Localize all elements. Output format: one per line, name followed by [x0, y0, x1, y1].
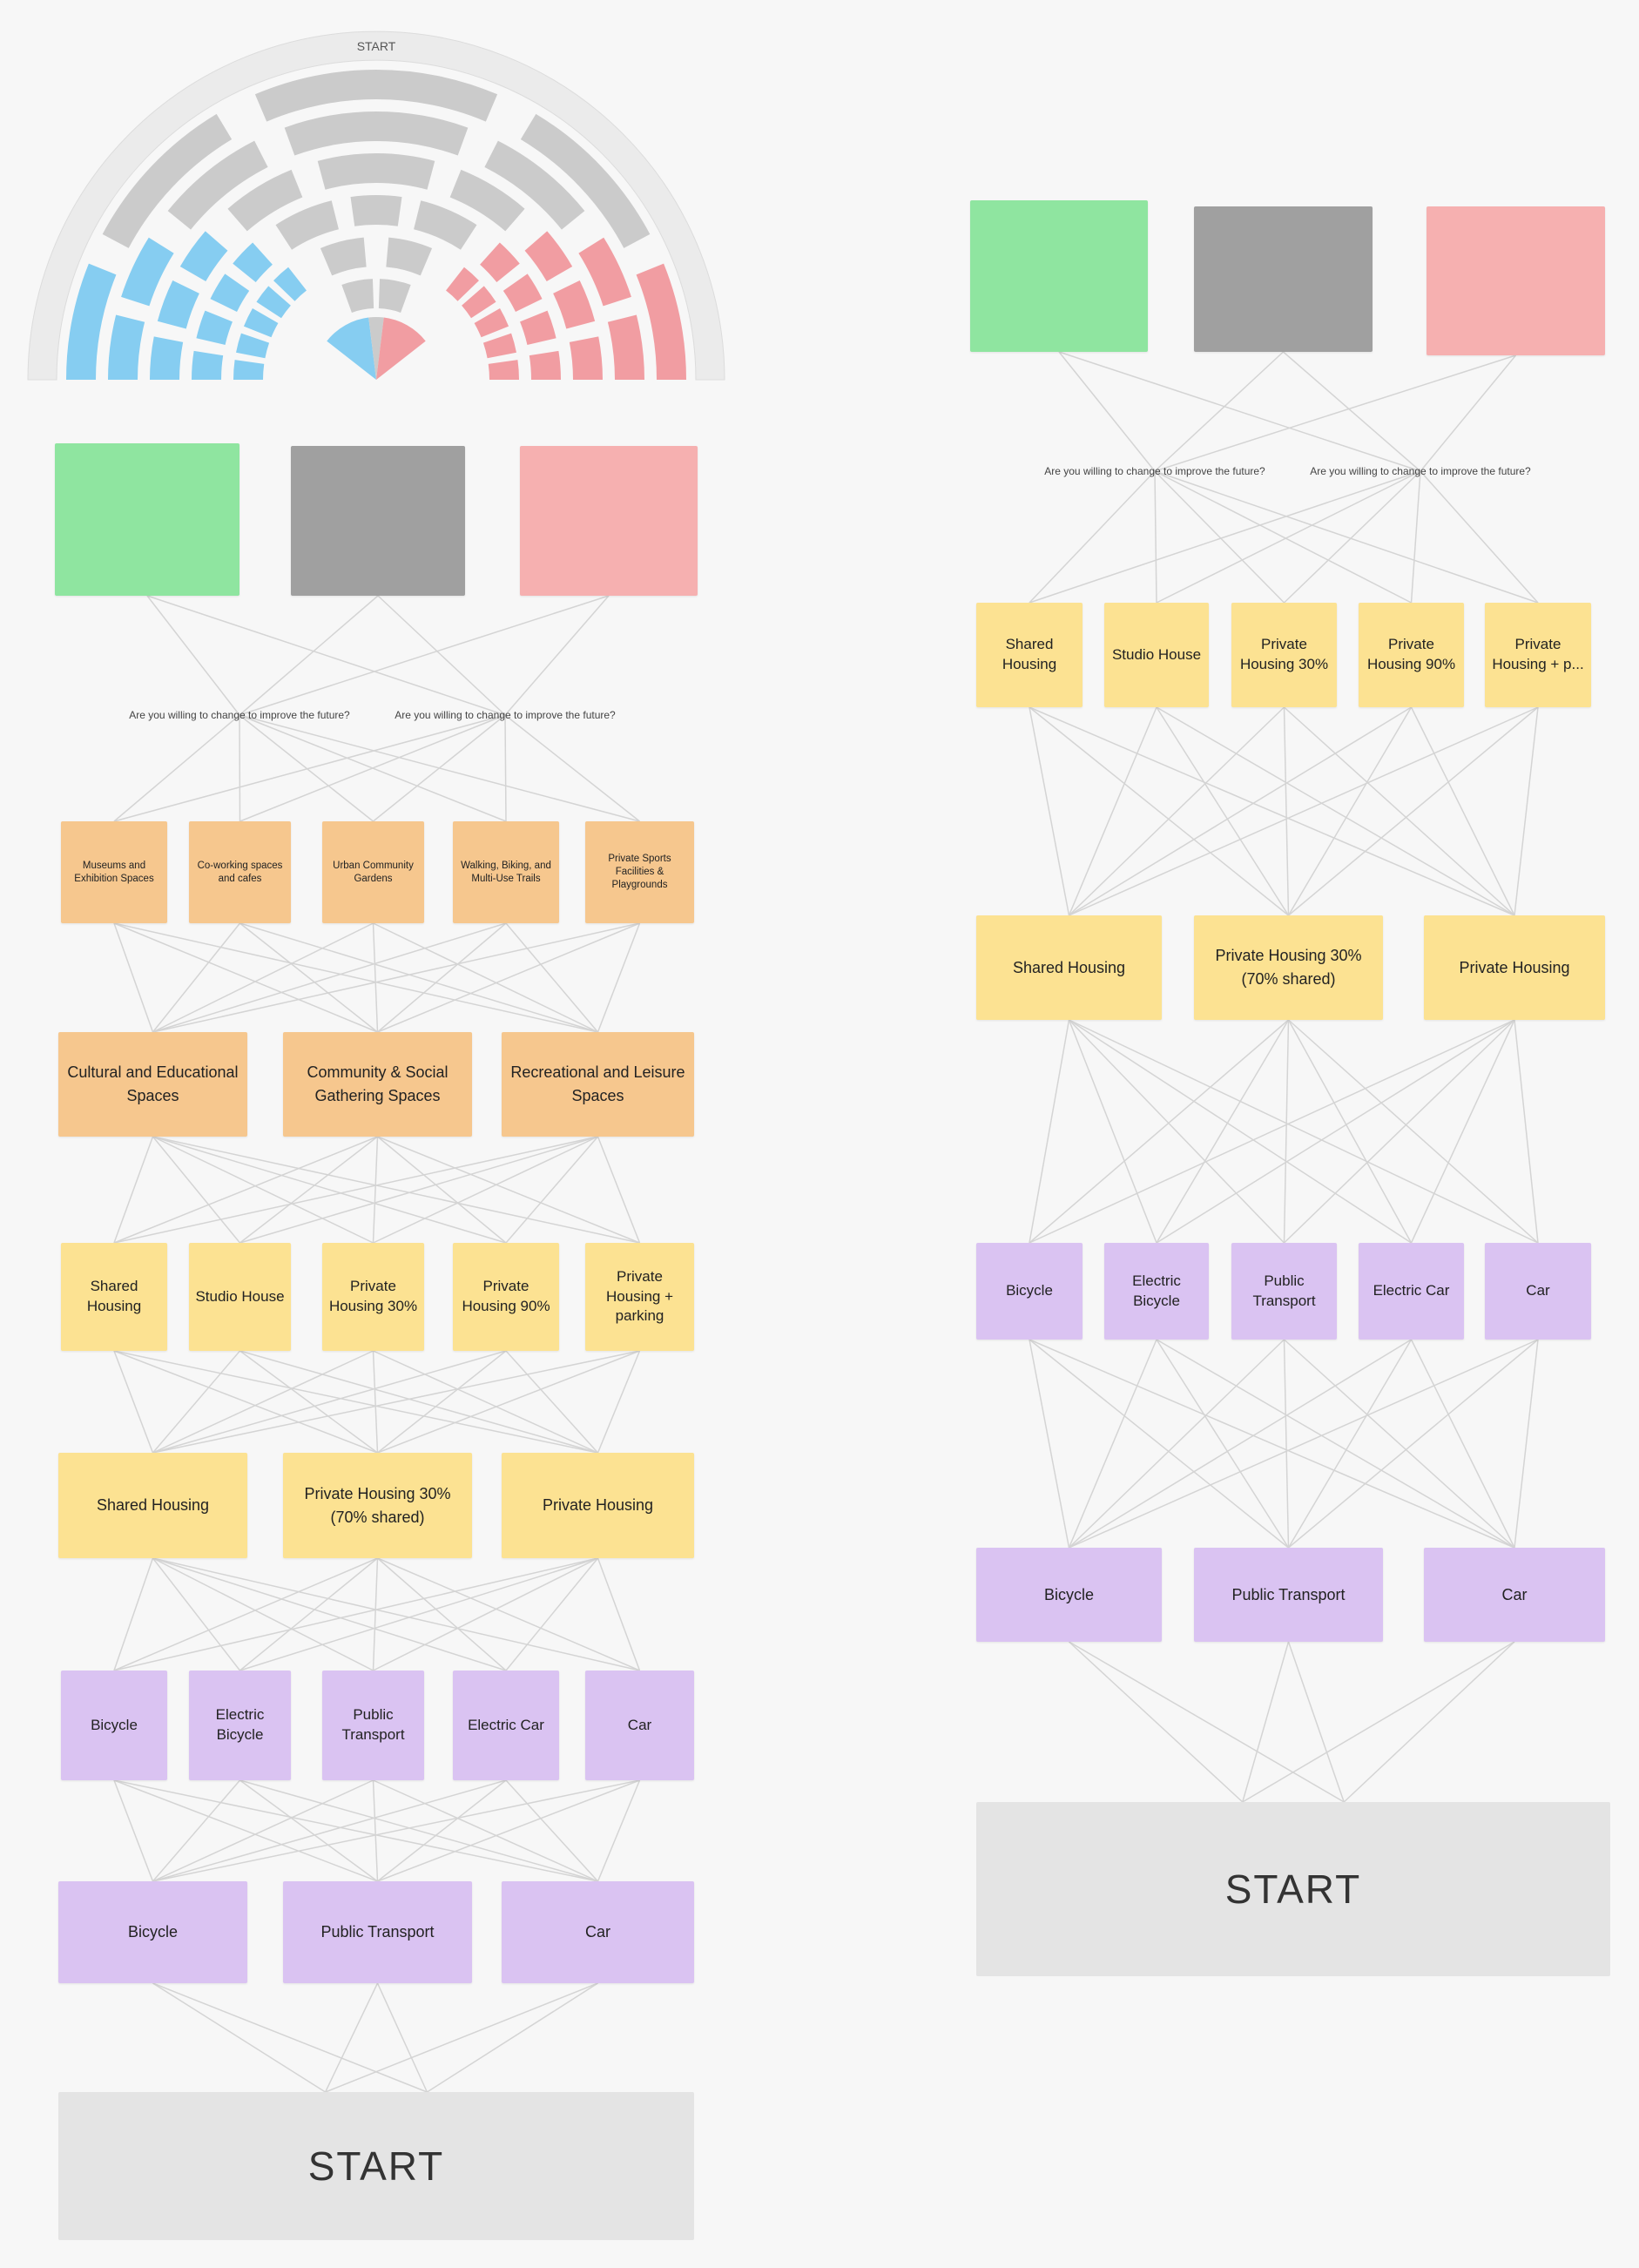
left-amenity-group-2[interactable]: Recreational and Leisure Spaces	[502, 1032, 694, 1137]
right-housing-option-2[interactable]: Private Housing 30%	[1231, 603, 1337, 707]
right-transport-option-3[interactable]: Electric Car	[1359, 1243, 1464, 1340]
left-housing-option-1[interactable]: Studio House	[189, 1243, 291, 1351]
right-housing-group-2[interactable]: Private Housing	[1424, 915, 1605, 1020]
right-transport-option-1[interactable]: Electric Bicycle	[1104, 1243, 1209, 1340]
right-transport-group-1[interactable]: Public Transport	[1194, 1548, 1383, 1642]
right-square-gray[interactable]	[1194, 206, 1373, 352]
right-transport-option-0[interactable]: Bicycle	[976, 1243, 1083, 1340]
sunburst-start-label: START	[357, 39, 396, 53]
left-transport-option-1[interactable]: Electric Bicycle	[189, 1671, 291, 1780]
left-transport-group-2[interactable]: Car	[502, 1881, 694, 1983]
left-housing-option-3[interactable]: Private Housing 90%	[453, 1243, 559, 1351]
right-square-pink[interactable]	[1427, 206, 1605, 355]
right-transport-option-4[interactable]: Car	[1485, 1243, 1591, 1340]
left-question-1[interactable]: Are you willing to change to improve the…	[395, 709, 616, 721]
left-transport-group-1[interactable]: Public Transport	[283, 1881, 472, 1983]
left-amenity-group-0[interactable]: Cultural and Educational Spaces	[58, 1032, 247, 1137]
right-housing-group-0[interactable]: Shared Housing	[976, 915, 1162, 1020]
right-start[interactable]: START	[976, 1802, 1610, 1976]
right-square-green[interactable]	[970, 200, 1148, 352]
left-transport-option-3[interactable]: Electric Car	[453, 1671, 559, 1780]
left-housing-group-1[interactable]: Private Housing 30% (70% shared)	[283, 1453, 472, 1558]
left-amenity-option-4[interactable]: Private Sports Facilities & Playgrounds	[585, 821, 694, 923]
right-transport-option-2[interactable]: Public Transport	[1231, 1243, 1337, 1340]
right-question-0[interactable]: Are you willing to change to improve the…	[1044, 465, 1265, 477]
right-housing-option-3[interactable]: Private Housing 90%	[1359, 603, 1464, 707]
right-transport-group-0[interactable]: Bicycle	[976, 1548, 1162, 1642]
left-housing-option-0[interactable]: Shared Housing	[61, 1243, 167, 1351]
left-housing-option-4[interactable]: Private Housing + parking	[585, 1243, 694, 1351]
right-housing-group-1[interactable]: Private Housing 30% (70% shared)	[1194, 915, 1383, 1020]
left-amenity-option-0[interactable]: Museums and Exhibition Spaces	[61, 821, 167, 923]
right-transport-group-2[interactable]: Car	[1424, 1548, 1605, 1642]
right-housing-option-4[interactable]: Private Housing + p...	[1485, 603, 1591, 707]
left-square-green[interactable]	[55, 443, 239, 596]
left-housing-option-2[interactable]: Private Housing 30%	[322, 1243, 424, 1351]
left-amenity-option-3[interactable]: Walking, Biking, and Multi-Use Trails	[453, 821, 559, 923]
left-amenity-option-2[interactable]: Urban Community Gardens	[322, 821, 424, 923]
left-housing-group-2[interactable]: Private Housing	[502, 1453, 694, 1558]
left-question-0[interactable]: Are you willing to change to improve the…	[129, 709, 350, 721]
left-square-pink[interactable]	[520, 446, 698, 596]
left-amenity-group-1[interactable]: Community & Social Gathering Spaces	[283, 1032, 472, 1137]
left-square-gray[interactable]	[291, 446, 465, 596]
right-housing-option-0[interactable]: Shared Housing	[976, 603, 1083, 707]
left-start[interactable]: START	[58, 2092, 694, 2240]
right-housing-option-1[interactable]: Studio House	[1104, 603, 1209, 707]
left-transport-group-0[interactable]: Bicycle	[58, 1881, 247, 1983]
left-housing-group-0[interactable]: Shared Housing	[58, 1453, 247, 1558]
sunburst-diagram[interactable]: START	[0, 0, 758, 392]
sunburst-chart: START	[27, 30, 725, 381]
left-transport-option-2[interactable]: Public Transport	[322, 1671, 424, 1780]
left-transport-option-0[interactable]: Bicycle	[61, 1671, 167, 1780]
right-question-1[interactable]: Are you willing to change to improve the…	[1310, 465, 1531, 477]
left-transport-option-4[interactable]: Car	[585, 1671, 694, 1780]
left-amenity-option-1[interactable]: Co-working spaces and cafes	[189, 821, 291, 923]
